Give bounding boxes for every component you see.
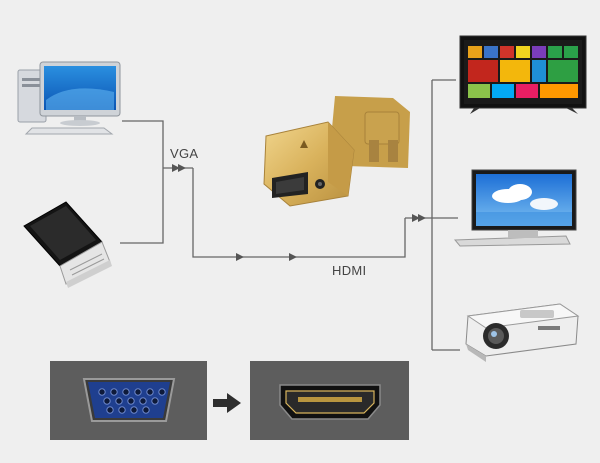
laptop-to-vga-line [120,168,164,244]
vga-label: VGA [170,146,199,161]
hdmi-port-panel [250,361,409,440]
vga-to-hdmi-adapter-icon [263,96,410,207]
desktop-pc-icon [17,61,121,135]
arrow-right-icon [412,214,420,222]
hdmi-label: HDMI [332,263,367,278]
vga-to-hdmi-line [192,168,406,258]
arrow-right-icon [172,164,180,172]
monitor-icon [453,169,577,247]
arrow-right-icon [236,253,244,261]
desktop-to-vga-line [122,120,164,168]
arrow-right-icon [213,393,241,413]
laptop-icon [23,201,112,288]
vga-port-panel [50,361,207,440]
arrow-right-icon [178,164,186,172]
arrow-right-icon [289,253,297,261]
arrow-right-icon [418,214,426,222]
vga-port-icon [82,378,176,422]
flow-arrows [172,164,426,261]
smart-tv-icon [459,35,587,114]
tv-app-tiles [468,46,578,98]
hdmi-port-icon [279,384,381,420]
projector-icon [465,303,580,362]
